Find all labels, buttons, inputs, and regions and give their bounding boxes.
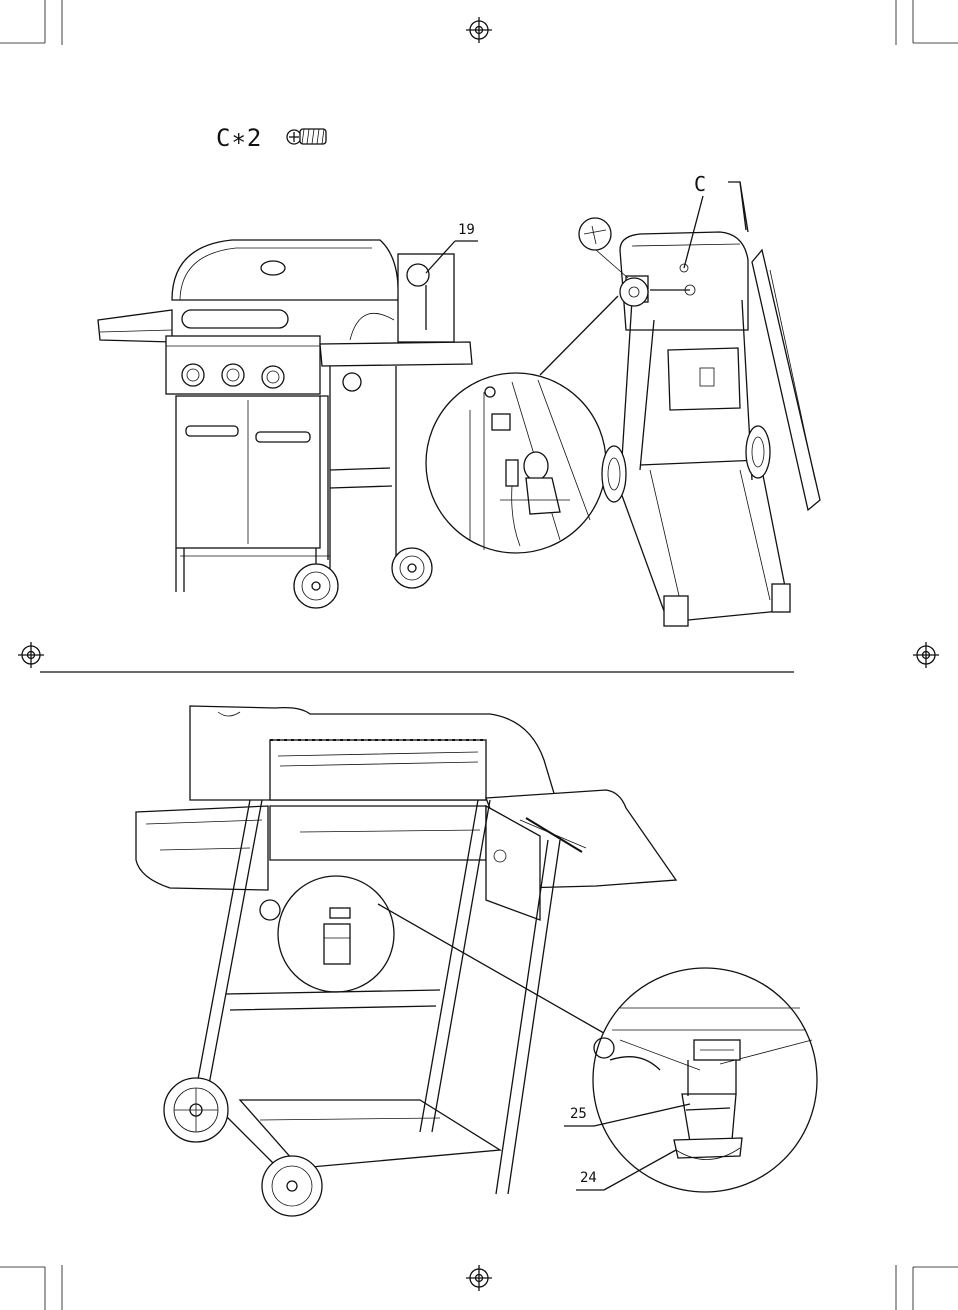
hardware-count-label: C∗2 bbox=[216, 124, 262, 152]
callout-screw-c: C bbox=[694, 172, 706, 196]
callout-part-25: 25 bbox=[570, 1106, 587, 1122]
screw-icon bbox=[287, 129, 326, 144]
detail-grease-cup bbox=[593, 968, 817, 1192]
cart-wheel bbox=[602, 446, 626, 502]
callout-part-19: 19 bbox=[458, 222, 475, 238]
cart-bottom-view bbox=[579, 182, 820, 626]
grill-wheel bbox=[392, 548, 432, 588]
grill-wheel bbox=[294, 564, 338, 608]
cart-wheel bbox=[164, 1078, 228, 1142]
cart-wheel bbox=[262, 1156, 322, 1216]
detail-hose-connection bbox=[426, 296, 618, 553]
grill-rear-view bbox=[136, 706, 676, 1216]
cart-wheel bbox=[746, 426, 770, 478]
grill-front-view bbox=[98, 240, 472, 608]
callout-part-24: 24 bbox=[580, 1170, 597, 1186]
